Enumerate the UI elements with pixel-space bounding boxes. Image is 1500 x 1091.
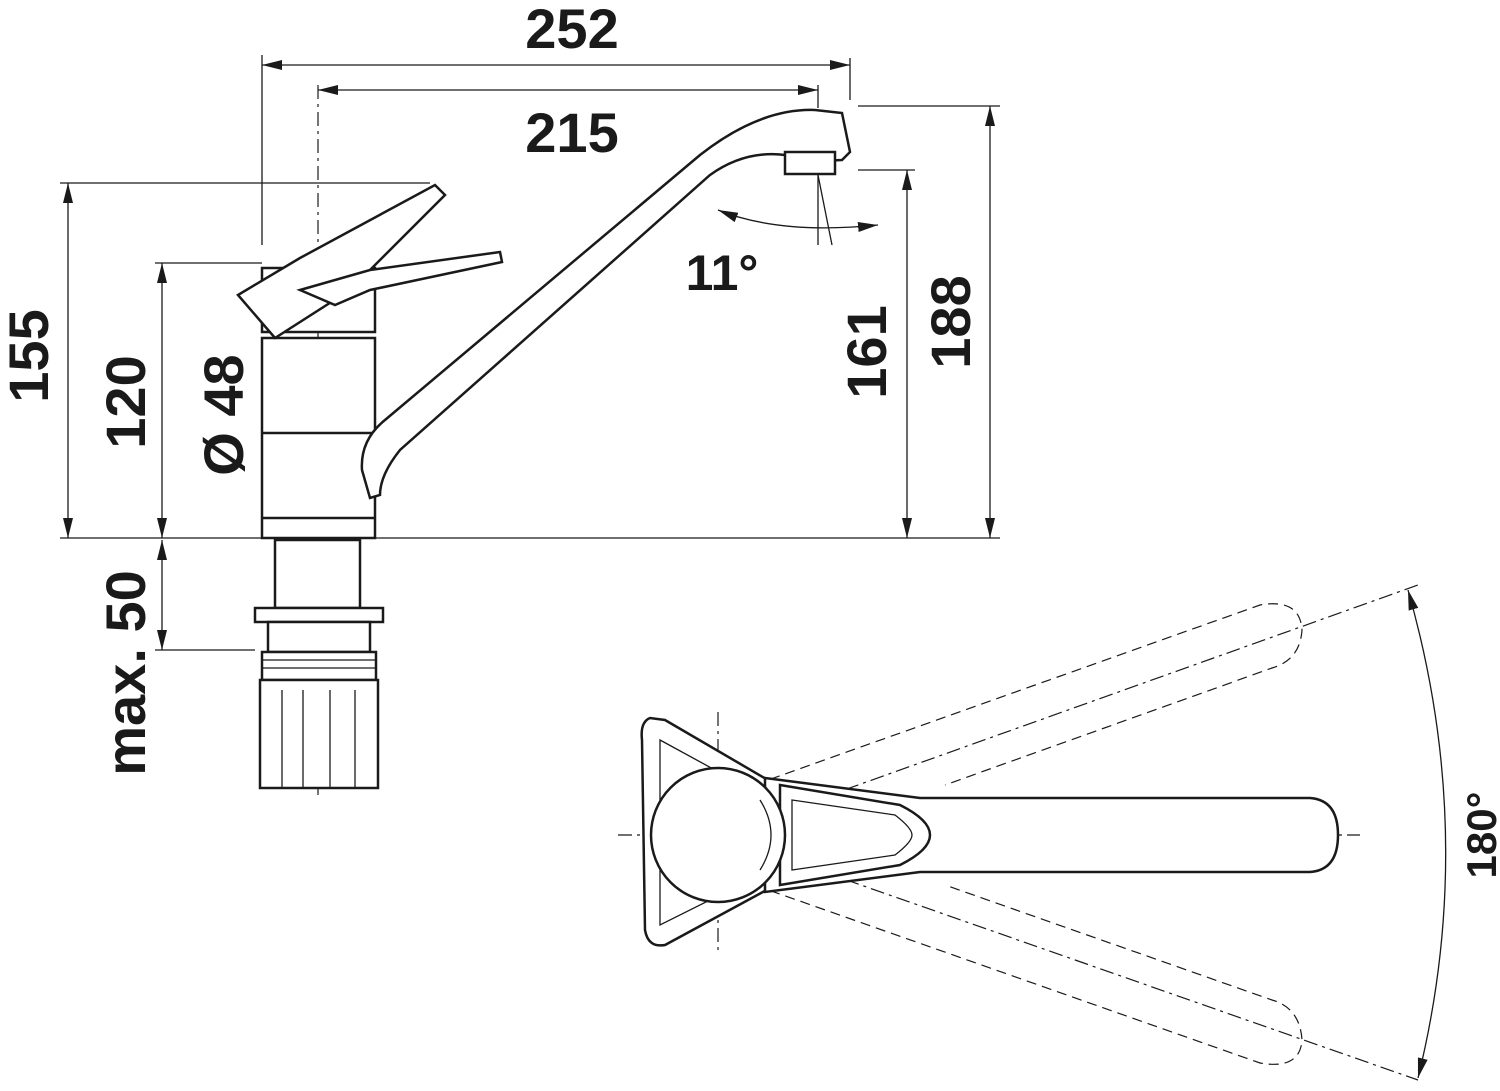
lever-lowered [296, 250, 504, 307]
shank [273, 538, 362, 610]
body-circle [649, 766, 787, 904]
fixing-nut [258, 678, 380, 790]
dim-label-max50: max. 50 [94, 570, 157, 776]
mounting-nut [266, 620, 372, 654]
spout-angle-ref [817, 174, 833, 246]
aerator [783, 150, 837, 176]
dim-label-diameter: Ø 48 [192, 354, 255, 475]
side-view: 252 215 11° 161 188 155 120 Ø 48 max. 50 [0, 0, 1000, 795]
spout-ghost-upper [739, 603, 1303, 791]
dim-label-120: 120 [94, 355, 157, 448]
faucet-body [260, 336, 377, 540]
top-view: 180° [618, 584, 1500, 1081]
dim-label-155: 155 [0, 309, 60, 402]
dim-label-252: 252 [525, 0, 618, 60]
dim-arc-180 [1407, 589, 1447, 1079]
spout [360, 108, 852, 500]
mounting-plate [253, 606, 385, 624]
dim-label-161: 161 [835, 305, 898, 398]
swivel-limit-line [717, 834, 1419, 1081]
spout-ghost-lower [739, 879, 1303, 1065]
dim-label-188: 188 [919, 275, 982, 368]
lever-top [778, 783, 932, 887]
dim-label-11deg: 11° [686, 245, 759, 301]
dim-arc-11 [717, 209, 879, 233]
dim-label-180deg: 180° [1458, 792, 1500, 879]
spout-top [763, 776, 1340, 894]
swivel-limit-line [717, 584, 1419, 836]
lever-raised [236, 183, 447, 340]
dim-label-215: 215 [525, 101, 618, 164]
threaded-ring [260, 650, 378, 682]
